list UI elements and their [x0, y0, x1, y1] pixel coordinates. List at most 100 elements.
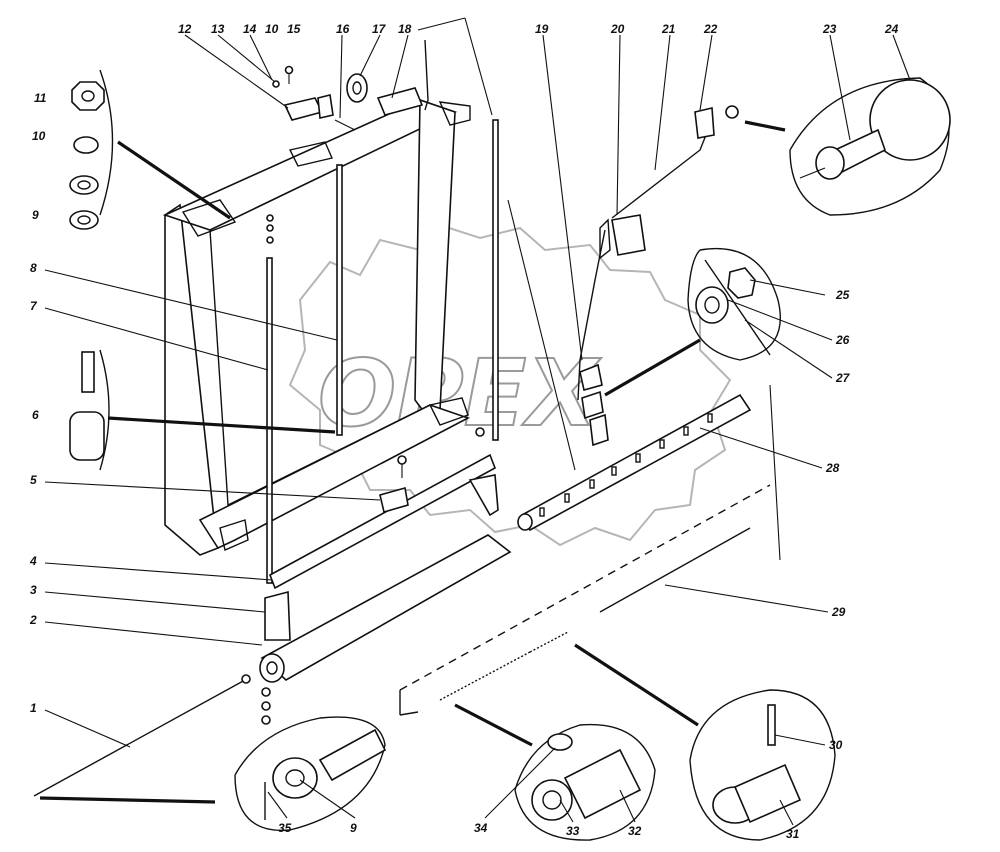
assembly-axis-line — [399, 484, 771, 691]
callout-4: 4 — [29, 554, 37, 568]
arrow-to-detail-24 — [744, 120, 786, 132]
callout-25: 25 — [835, 288, 850, 302]
rod-part-19 — [577, 229, 606, 401]
sleeve-hole-33 — [542, 790, 562, 810]
bushing-stem-6 — [81, 351, 95, 393]
leader-14 — [249, 34, 273, 81]
nut-part-25 — [727, 267, 756, 299]
bracket-part-18 — [376, 87, 424, 116]
callout-22: 22 — [703, 22, 718, 36]
pin-detail-35 — [318, 728, 387, 782]
leader-26 — [727, 299, 833, 341]
bracket-outline-left — [99, 69, 114, 216]
detail-bubble-23 — [744, 77, 951, 216]
callout-3: 3 — [30, 583, 37, 597]
screw-head-part-15 — [284, 65, 294, 75]
frame-lug-top-right — [438, 101, 471, 126]
detail-outline-31 — [689, 689, 836, 841]
rod-part-7 — [266, 257, 273, 584]
rod-1-shaft — [33, 679, 246, 797]
frame-bracket-bottom — [219, 519, 249, 551]
lock-washer-part-10 — [73, 136, 99, 154]
detail-bubble-31 — [689, 689, 836, 841]
leader-12 — [184, 34, 289, 109]
callout-28: 28 — [825, 461, 840, 475]
callout-29: 29 — [831, 605, 846, 619]
tension-rods — [266, 119, 499, 584]
roller-body — [260, 534, 512, 681]
leader-33 — [559, 799, 574, 823]
clamp-part-19c — [589, 413, 609, 447]
spring-part-left — [439, 651, 531, 701]
roller-end — [259, 653, 285, 683]
callout-26: 26 — [835, 333, 850, 347]
plate-part-27 — [704, 259, 771, 356]
rod-part-1 — [33, 674, 251, 804]
washer-hole-9-a — [77, 180, 91, 190]
rod-part-18-long — [492, 119, 499, 441]
detail-outline-35 — [234, 716, 386, 832]
pipe-28-end — [517, 513, 533, 531]
callout-18: 18 — [398, 22, 412, 36]
leader-34 — [484, 747, 556, 819]
nut-part-11 — [71, 81, 105, 111]
rod-1-end-nut — [241, 674, 251, 684]
bolt-top-right-head — [475, 427, 485, 437]
callout-19: 19 — [535, 22, 549, 36]
leader-17 — [359, 34, 381, 77]
rod-part-18 — [424, 39, 429, 111]
leader-4 — [44, 562, 273, 581]
callout-10-left: 10 — [32, 129, 46, 143]
watermark-text: OPEX — [318, 340, 601, 447]
nut-rod7-2 — [266, 224, 274, 232]
pin-part-30 — [767, 704, 776, 746]
leader-20 — [616, 34, 621, 216]
frame-left-side — [164, 203, 219, 556]
pipe-hole — [564, 493, 570, 503]
top-hardware — [272, 39, 429, 167]
clip-part-3 — [264, 590, 291, 641]
callout-35: 35 — [278, 821, 292, 835]
callout-8: 8 — [30, 261, 37, 275]
leader-21 — [654, 34, 671, 171]
callout-1: 1 — [30, 701, 37, 715]
washer-detail-hole — [285, 769, 305, 787]
clip-part-16 — [317, 94, 334, 119]
washer-part-9-a — [69, 175, 99, 195]
roller-part-2 — [259, 534, 512, 725]
leader-18b — [417, 17, 466, 31]
callout-13: 13 — [211, 22, 225, 36]
nut-roller-2 — [261, 701, 271, 711]
washer-detail-9 — [272, 757, 318, 799]
pipe-hole — [539, 507, 545, 517]
pin-part-20 — [599, 218, 611, 260]
pipe-hole — [659, 439, 665, 449]
nut-rod7-3 — [266, 236, 274, 244]
frame-bracket-right — [428, 397, 469, 426]
leader-22 — [699, 34, 713, 111]
watermark-logo: OPEX — [288, 223, 732, 547]
leader-19-axis — [507, 199, 576, 471]
pipe-28-holes — [539, 413, 713, 517]
leader-28 — [699, 427, 823, 469]
callout-5: 5 — [30, 473, 37, 487]
washer-part-10-top — [272, 80, 280, 88]
leader-35 — [267, 791, 288, 819]
roller-end-hole — [266, 661, 278, 675]
radiator-shroud-frame — [162, 98, 471, 556]
lever-mechanism — [507, 105, 739, 471]
detail-bubble-35 — [234, 716, 387, 832]
nut-roller-1 — [261, 687, 271, 697]
arrow-hardware-to-frame — [117, 140, 231, 220]
leader-18c — [464, 17, 493, 116]
callout-30: 30 — [829, 738, 843, 752]
screw-part-34 — [547, 733, 573, 751]
leader-19 — [542, 34, 583, 361]
leader-18a — [391, 34, 409, 99]
nut-roller-3 — [261, 715, 271, 725]
nut-rod7-1 — [266, 214, 274, 222]
pipe-part-28 — [517, 393, 752, 532]
arrow-spring-detail-31 — [574, 643, 699, 727]
callout-6: 6 — [32, 408, 39, 422]
